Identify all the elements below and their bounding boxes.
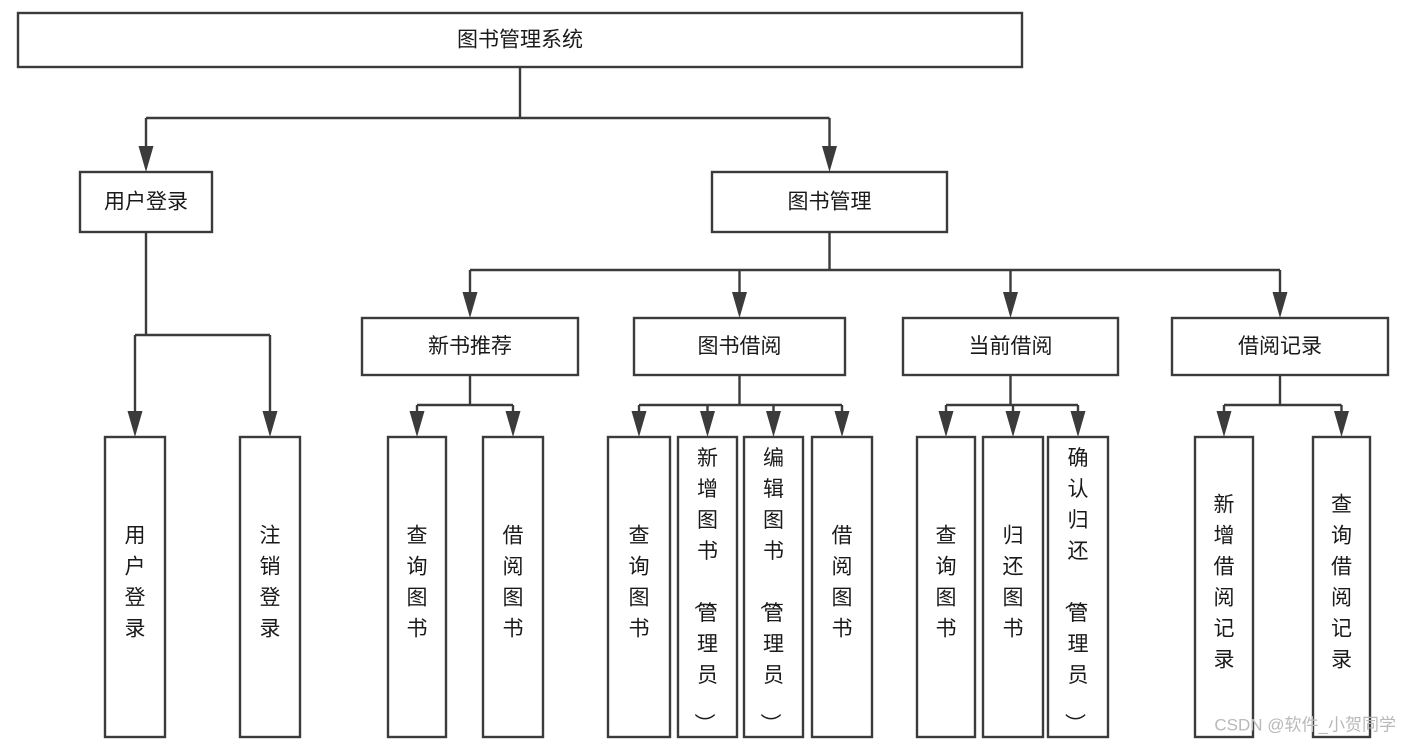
node-box[interactable] [710,170,949,234]
node-label: 新增图书（管理员） [692,447,718,734]
node-box[interactable] [1046,435,1110,739]
arrow-head-icon [1216,411,1232,437]
node-book-manage[interactable]: 图书管理 [710,170,949,234]
node-box[interactable] [1170,316,1390,377]
node-label: 用户登录 [104,191,188,214]
node-box[interactable] [481,435,545,739]
node-label: 图书管理系统 [457,29,583,52]
node-leaf-return-book[interactable]: 归还图书 [981,435,1045,739]
node-box[interactable] [16,11,1024,69]
node-leaf-query-book-2[interactable]: 查询图书 [606,435,672,739]
node-label: 借阅图书 [503,525,524,641]
node-label: 借阅图书 [832,525,853,641]
csdn-watermark: CSDN @软件_小贺同学 [1214,715,1396,734]
node-leaf-edit-book[interactable]: 编辑图书（管理员） [742,435,805,739]
node-label: 当前借阅 [969,335,1053,358]
connector-group-current_borrow [938,375,1086,437]
node-label: 图书借阅 [698,335,782,358]
node-label: 归还图书 [1003,525,1024,641]
node-layer: 图书管理系统用户登录图书管理新书推荐图书借阅当前借阅借阅记录用户登录注销登录查询… [16,11,1390,739]
arrow-head-icon [631,411,647,437]
node-book-borrow[interactable]: 图书借阅 [632,316,847,377]
node-label: 查询借阅记录 [1331,494,1352,672]
node-box[interactable] [238,435,302,739]
node-leaf-add-record[interactable]: 新增借阅记录 [1193,435,1255,739]
node-box[interactable] [1311,435,1372,739]
node-label: 新书推荐 [428,335,512,358]
node-borrow-record[interactable]: 借阅记录 [1170,316,1390,377]
node-label: 新增借阅记录 [1214,494,1235,672]
arrow-head-icon [1003,292,1018,318]
node-label: 借阅记录 [1238,335,1322,358]
node-leaf-logout[interactable]: 注销登录 [238,435,302,739]
node-leaf-confirm-return[interactable]: 确认归还（管理员） [1046,435,1110,739]
connector-group-root [138,67,837,172]
node-label: 查询图书 [936,525,957,641]
node-box[interactable] [915,435,977,739]
arrow-head-icon [700,411,715,437]
node-label: 图书管理 [788,191,872,214]
node-box[interactable] [360,316,580,377]
node-box[interactable] [606,435,672,739]
connector-group-borrow_record [1216,375,1349,437]
node-box[interactable] [981,435,1045,739]
node-leaf-user-login[interactable]: 用户登录 [103,435,167,739]
node-box[interactable] [810,435,874,739]
arrow-head-icon [1005,411,1021,437]
node-current-borrow[interactable]: 当前借阅 [901,316,1120,377]
node-box[interactable] [632,316,847,377]
connector-group-new_book_rec [409,375,521,437]
node-box[interactable] [386,435,448,739]
node-label: 编辑图书（管理员） [758,447,784,734]
node-label: 注销登录 [260,525,281,641]
node-box[interactable] [742,435,805,739]
node-box[interactable] [1193,435,1255,739]
arrow-head-icon [127,411,143,437]
node-leaf-query-record[interactable]: 查询借阅记录 [1311,435,1372,739]
node-new-book-rec[interactable]: 新书推荐 [360,316,580,377]
node-root[interactable]: 图书管理系统 [16,11,1024,69]
node-box[interactable] [78,170,214,234]
node-label: 查询图书 [407,525,428,641]
arrow-head-icon [462,292,478,318]
arrow-head-icon [1334,411,1349,437]
arrow-head-icon [822,146,837,172]
node-label: 确认归还（管理员） [1063,447,1089,734]
node-label: 用户登录 [125,525,146,641]
connector-group-book_manage [462,232,1288,318]
node-leaf-add-book[interactable]: 新增图书（管理员） [676,435,739,739]
arrow-head-icon [732,292,747,318]
node-box[interactable] [901,316,1120,377]
arrow-head-icon [262,411,278,437]
node-leaf-borrow-book-1[interactable]: 借阅图书 [481,435,545,739]
node-label: 查询图书 [629,525,650,641]
arrow-head-icon [766,411,781,437]
arrow-head-icon [1070,411,1086,437]
node-leaf-query-book-1[interactable]: 查询图书 [386,435,448,739]
node-box[interactable] [103,435,167,739]
arrow-head-icon [138,146,154,172]
arrow-head-icon [1272,292,1288,318]
arrow-head-icon [834,411,850,437]
node-user-login[interactable]: 用户登录 [78,170,214,234]
node-box[interactable] [676,435,739,739]
connector-layer [127,67,1349,437]
node-leaf-borrow-book-2[interactable]: 借阅图书 [810,435,874,739]
arrow-head-icon [505,411,521,437]
node-leaf-query-book-3[interactable]: 查询图书 [915,435,977,739]
connector-group-user_login [127,232,278,437]
connector-group-book_borrow [631,375,850,437]
arrow-head-icon [409,411,425,437]
arrow-head-icon [938,411,954,437]
